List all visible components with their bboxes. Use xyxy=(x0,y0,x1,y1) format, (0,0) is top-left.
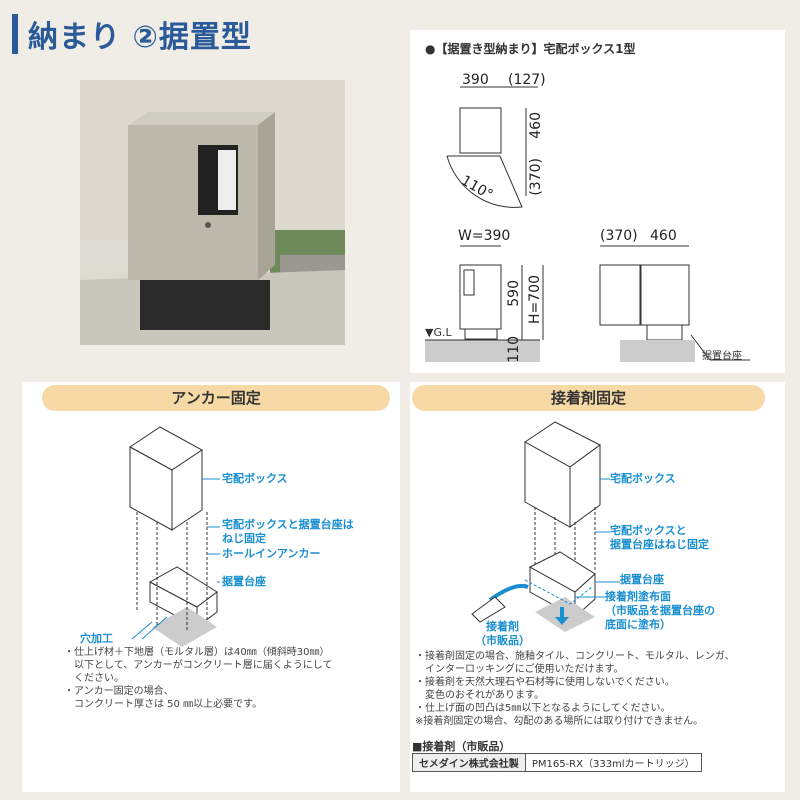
product-photo xyxy=(80,80,345,345)
dim-side-door: (370) xyxy=(600,228,638,244)
dim-door: (127) xyxy=(508,72,546,88)
adhesive-label-base: 据置台座 xyxy=(620,573,664,586)
dim-depth: 460 xyxy=(528,112,544,139)
product-heading: ■接着剤（市販品） xyxy=(412,740,511,753)
anchor-label-anchor: ホールインアンカー xyxy=(222,547,321,560)
adhesive-diagram xyxy=(471,421,620,632)
product-table: セメダイン株式会社製 PM165-RX（333mlカートリッジ） xyxy=(412,753,702,772)
page-title: 納まり ②据置型 xyxy=(28,20,252,55)
adhesive-label-screw: 宅配ボックスと 据置台座はねじ固定 xyxy=(610,524,709,551)
dim-side-depth: 460 xyxy=(650,228,677,244)
anchor-panel: アンカー固定 宅配ボックス 宅配ボックスと据置台座は ねじ固定 ホールインアンカ… xyxy=(22,382,400,792)
table-row: セメダイン株式会社製 PM165-RX（333mlカートリッジ） xyxy=(412,753,702,772)
anchor-notes: ・仕上げ材＋下地層（モルタル層）は40㎜（傾斜時30㎜） 以下として、アンカーが… xyxy=(64,647,333,710)
dim-box-height: 590 xyxy=(506,280,522,307)
anchor-label-hole: 穴加工 xyxy=(80,632,113,645)
dimension-drawings xyxy=(425,86,750,362)
dim-base-height: 110 xyxy=(506,336,522,363)
adhesive-label-surface: 接着剤塗布面 （市販品を据置台座の 底面に塗布） xyxy=(605,590,715,631)
adhesive-notes: ・接着剤固定の場合、施釉タイル、コンクリート、モルタル、レンガ、 インターロッキ… xyxy=(415,651,735,727)
title-accent-bar xyxy=(12,14,18,54)
dimensions-heading: ●【据置き型納まり】宅配ボックス1型 xyxy=(425,42,636,56)
dim-top-width: 390 xyxy=(462,72,489,88)
adhesive-panel: 接着剤固定 宅配ボックス 宅配ボックスと 据置台座はねじ固定 据置台座 接着剤塗… xyxy=(410,382,785,792)
anchor-label-screw: 宅配ボックスと据置台座は ねじ固定 xyxy=(222,518,354,545)
dim-front-width: W=390 xyxy=(458,228,511,244)
anchor-title: アンカー固定 xyxy=(42,385,390,411)
product-maker: セメダイン株式会社製 xyxy=(412,753,526,772)
adhesive-label-glue: 接着剤 （市販品） xyxy=(475,620,530,647)
anchor-label-box: 宅配ボックス xyxy=(222,472,288,485)
product-model: PM165-RX（333mlカートリッジ） xyxy=(524,753,702,772)
dim-total-height: H=700 xyxy=(527,275,543,324)
side-base-label: 据置台座 xyxy=(702,351,742,362)
adhesive-title: 接着剤固定 xyxy=(412,385,765,411)
dimensions-panel: ●【据置き型納まり】宅配ボックス1型 390 (127) 460 (370) 1… xyxy=(410,30,785,373)
dim-door-depth: (370) xyxy=(528,158,544,196)
adhesive-label-box: 宅配ボックス xyxy=(610,472,676,485)
gl-mark: ▼G.L xyxy=(425,326,452,339)
anchor-diagram xyxy=(129,426,220,647)
anchor-label-base: 据置台座 xyxy=(222,575,266,588)
